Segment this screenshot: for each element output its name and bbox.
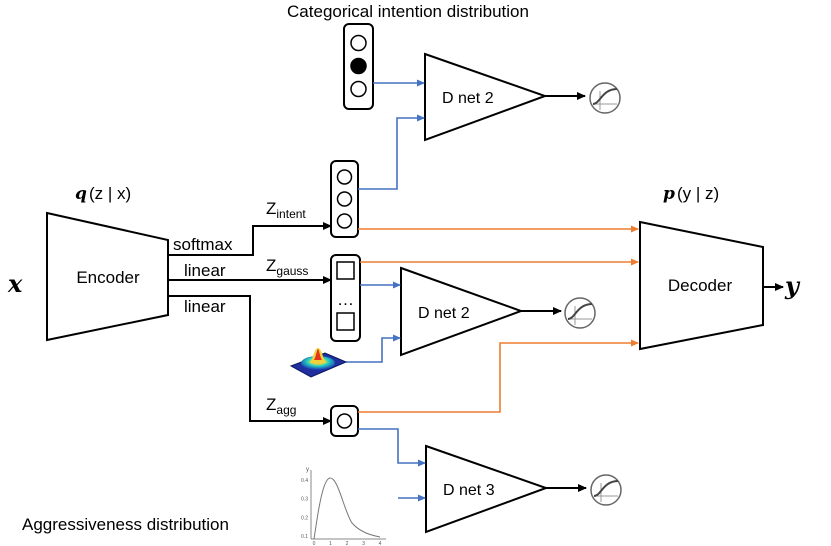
encoder-block: Encoder xyxy=(46,211,169,342)
mini-plot-y-tick: 0.2 xyxy=(301,515,308,521)
mini-plot-x-tick: 4 xyxy=(379,541,382,546)
dnet-bottom: D net 3 xyxy=(425,444,549,534)
mini-plot-x-tick: 2 xyxy=(346,541,349,546)
decoder-dist-args: (y | z) xyxy=(677,184,719,203)
dnet-top-label: D net 2 xyxy=(442,90,494,107)
mini-plot-x-tick: 3 xyxy=(362,541,365,546)
mini-plot-y-ticks: 0.4 0.3 0.2 0.1 xyxy=(301,478,308,540)
latent-label-intent: Zintent xyxy=(266,199,306,221)
aggressiveness-mini-plot: y 0.4 0.3 0.2 0.1 0 1 2 3 4 xyxy=(301,467,386,546)
encoder-label: Encoder xyxy=(76,268,140,287)
mini-plot-curve xyxy=(313,477,381,540)
decoder-dist-symbol: p xyxy=(663,184,675,204)
mini-plot-y-tick: 0.1 xyxy=(301,534,308,540)
dnet-middle-label: D net 2 xyxy=(418,305,470,322)
z-gauss-vector: … xyxy=(330,254,361,342)
mini-plot-x-tick: 0 xyxy=(313,541,316,546)
gaussian-surface-icon xyxy=(289,348,348,378)
dnet-middle: D net 2 xyxy=(400,266,524,357)
latent-label-agg: Zagg xyxy=(266,395,296,417)
sigmoid-icon xyxy=(564,297,596,329)
link-z-agg-to-dnet-bottom xyxy=(358,428,426,467)
dnet-top: D net 2 xyxy=(424,52,548,142)
mini-plot-y-tick: 0.3 xyxy=(301,497,308,503)
mini-plot-x-tick: 1 xyxy=(329,541,332,546)
decoder-block: Decoder xyxy=(639,220,764,351)
sigmoid-icon xyxy=(590,474,622,506)
title-aggressiveness: Aggressiveness distribution xyxy=(22,515,229,534)
link-linear-agg xyxy=(168,295,332,425)
output-symbol: y xyxy=(784,271,801,300)
encoder-dist-args: (z | x) xyxy=(89,184,131,203)
input-symbol: x xyxy=(7,269,23,298)
link-gaussian-to-dnet-middle xyxy=(346,334,401,363)
branch-label-linear-2: linear xyxy=(184,297,226,316)
z-agg-vector xyxy=(330,405,359,437)
decoder-label: Decoder xyxy=(668,276,733,295)
encoder-dist-symbol: q xyxy=(75,184,87,204)
z-gauss-ellipsis: … xyxy=(337,290,354,309)
mini-plot-x-ticks: 0 1 2 3 4 xyxy=(313,541,382,546)
sigmoid-icon xyxy=(589,82,621,114)
categorical-prior-vector xyxy=(343,23,374,110)
dnet-bottom-label: D net 3 xyxy=(443,482,495,499)
z-intent-vector xyxy=(330,160,359,238)
branch-label-softmax: softmax xyxy=(173,235,233,254)
mini-plot-y-axis-label: y xyxy=(306,467,309,473)
title-categorical: Categorical intention distribution xyxy=(287,2,529,21)
link-z-agg-to-decoder xyxy=(358,339,639,413)
link-softmax xyxy=(168,222,332,256)
latent-label-gauss: Zgauss xyxy=(266,256,308,278)
branch-label-linear-1: linear xyxy=(184,261,226,280)
link-z-intent-to-dnet-top xyxy=(358,114,425,190)
mini-plot-y-tick: 0.4 xyxy=(301,478,308,484)
